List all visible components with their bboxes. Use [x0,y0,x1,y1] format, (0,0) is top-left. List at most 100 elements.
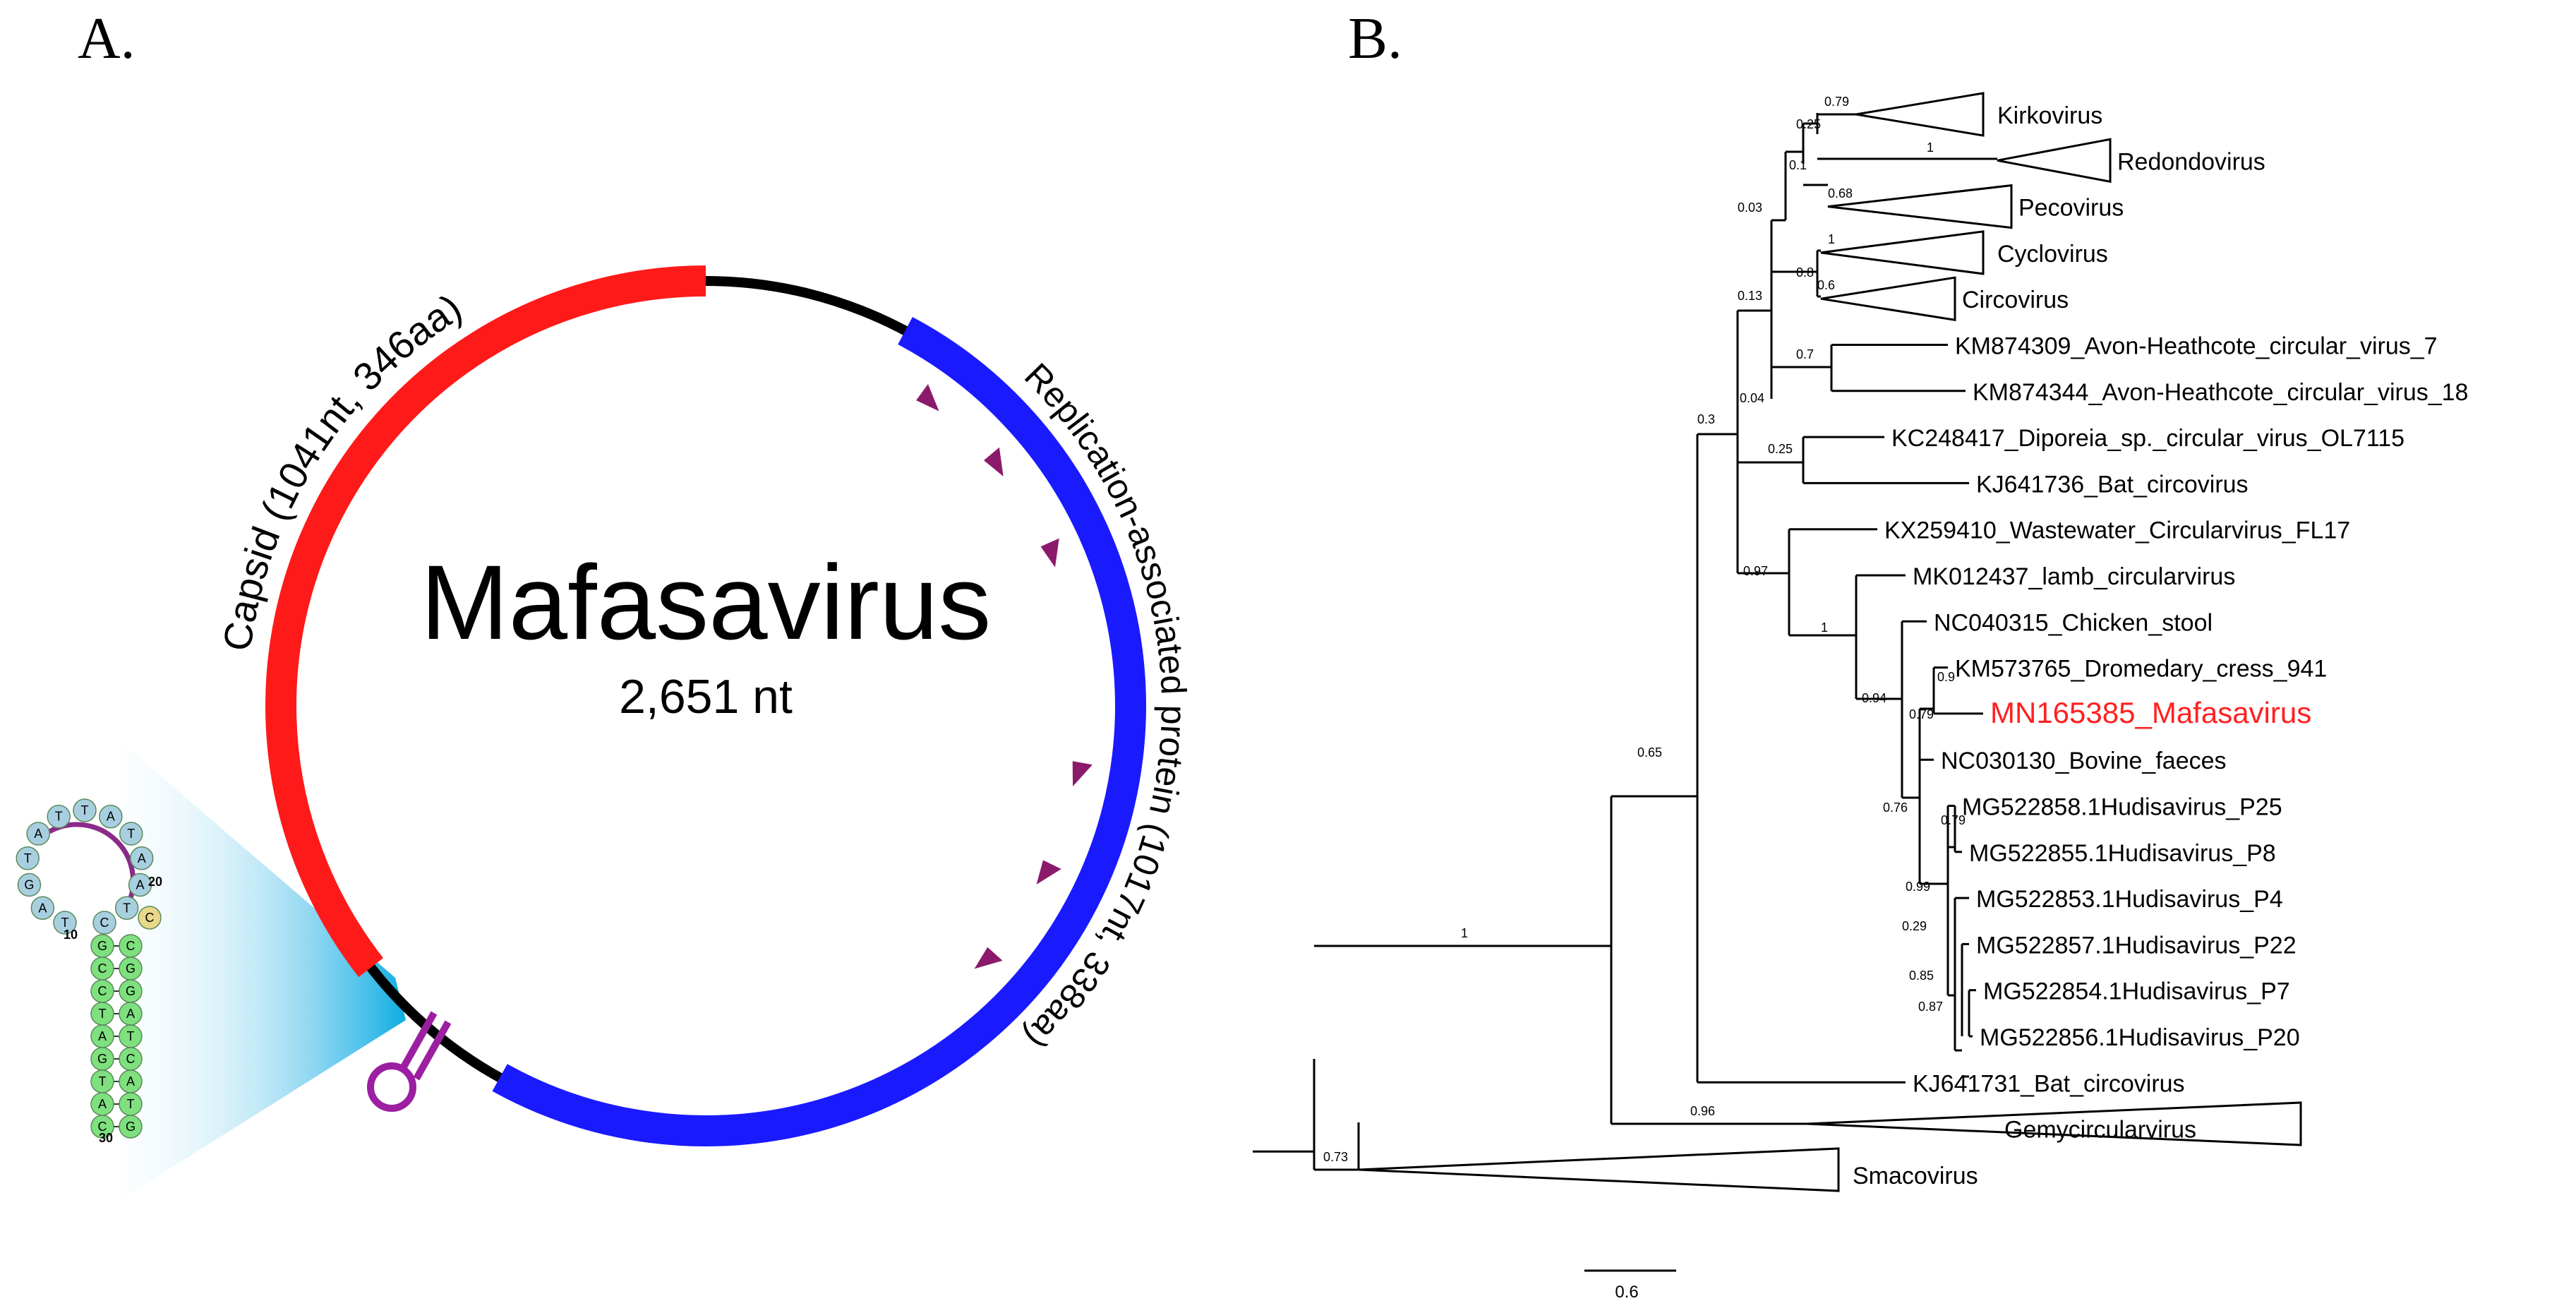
stem-left-2-text: C [98,961,107,976]
taxon-label-7: KM874344_Avon-Heathcote_circular_virus_1… [1973,379,2468,406]
loop-base-9-text: T [127,827,135,841]
support-0-29: 0.29 [1902,919,1927,933]
taxon-label-20: MG522854.1Hudisavirus_P7 [1983,978,2290,1005]
phylogenetic-tree [1253,92,2302,1192]
taxon-label-13: KM573765_Dromedary_cress_941 [1955,656,2327,683]
rep-motif-markers [916,384,1093,969]
taxon-label-19: MG522857.1Hudisavirus_P22 [1976,932,2297,959]
support-0-76: 0.76 [1883,801,1908,815]
support-0-79b: 0.79 [1909,707,1934,721]
bulge-base [138,906,162,930]
taxon-label-21: MG522856.1Hudisavirus_P20 [1980,1024,2300,1051]
loop-base-8 [99,804,123,829]
motif-arrow-3 [1040,538,1059,568]
support-0-65: 0.65 [1637,745,1662,760]
loop-base-6 [47,804,71,829]
loop-base-4 [16,846,40,870]
loop-base-9 [119,822,143,846]
support-0-25b: 0.25 [1768,442,1793,456]
loop-number-10: 10 [64,928,78,942]
stem-left-9-text: C [98,1120,107,1134]
support-0-3: 0.3 [1697,412,1715,426]
support-0-9: 0.9 [1937,670,1955,684]
taxon-label-23: Gemycircularvirus [2004,1117,2196,1144]
motif-arrow-6 [974,947,1003,969]
support-1-redondo: 1 [1927,140,1934,155]
taxon-label-11: MK012437_lamb_circularvirus [1913,563,2235,590]
stemloop-zoom-beam [120,741,406,1200]
support-0-73: 0.73 [1323,1150,1348,1164]
loop-base-13-text: C [100,916,109,930]
loop-base-5-text: A [34,827,42,841]
stem-right-6-text: C [126,1052,136,1066]
stemloop-marker [367,1011,452,1112]
support-0-6: 0.6 [1817,278,1835,292]
support-0-03: 0.03 [1738,200,1762,215]
support-0-68: 0.68 [1828,186,1853,200]
support-1-cyclo: 1 [1828,232,1835,246]
taxon-label-6: KM874309_Avon-Heathcote_circular_virus_7 [1955,333,2438,360]
taxon-label-3: Pecovirus [2018,195,2124,222]
support-0-87: 0.87 [1918,1000,1943,1014]
virus-name: Mafasavirus [421,543,992,661]
stem-left-5-text: A [98,1029,107,1043]
motif-arrow-2 [983,447,1004,476]
taxon-label-17: MG522855.1Hudisavirus_P8 [1969,840,2276,867]
stem-left-7-text: T [99,1074,107,1089]
loop-base-10 [130,846,154,870]
stem-right-9-text: G [126,1120,136,1134]
motif-arrow-5 [1036,860,1061,885]
panel-a-label: A. [78,6,136,71]
scale-bar-label: 0.6 [1615,1283,1638,1302]
loop-base-11-text: A [136,878,145,892]
taxon-label-15: NC030130_Bovine_faeces [1941,748,2227,774]
taxon-label-16: MG522858.1Hudisavirus_P25 [1962,794,2282,821]
taxon-label-18: MG522853.1Hudisavirus_P4 [1976,886,2283,913]
support-0-04: 0.04 [1740,391,1764,405]
loop-base-7 [73,798,97,822]
support-0-99: 0.99 [1906,880,1930,894]
stem-left-1-text: G [97,939,107,953]
stem-left-8-text: A [98,1097,107,1111]
tree-taxon-labels: SmacovirusGemycircularvirusKJ641731_Bat_… [1853,102,2468,1189]
support-0-7: 0.7 [1796,347,1814,361]
loop-base-11 [128,873,152,897]
taxon-label-1: Kirkovirus [1997,102,2102,129]
stem-left-3-text: C [98,984,107,998]
loop-base-12-text: T [123,901,131,915]
loop-base-3 [17,873,42,897]
stem-left-6-text: G [97,1052,107,1066]
stem-left-4-text: T [99,1007,107,1021]
support-0-79a: 0.79 [1824,95,1849,109]
stem-right-4-text: A [126,1007,135,1021]
support-0-8: 0.8 [1796,265,1814,280]
taxon-label-9: KJ641736_Bat_circovirus [1976,471,2249,498]
stem-right-7-text: A [126,1074,135,1089]
loop-base-10-text: A [138,851,146,865]
stem-right-8-text: T [127,1097,135,1111]
loop-base-5 [26,822,50,846]
stem-right-3-text: G [126,984,136,998]
support-0-97: 0.97 [1743,564,1768,578]
support-1-lower: 1 [1821,620,1828,635]
genome-length: 2,651 nt [619,670,793,724]
loop-base-1-text: T [61,916,68,930]
loop-base-2 [30,896,55,921]
support-0-1: 0.1 [1789,158,1807,172]
taxon-label-2: Redondovirus [2117,148,2265,175]
capsid-gene-arc [265,265,706,978]
stem-right-9 [119,1115,143,1139]
loop-base-7-text: T [81,803,89,817]
loop-base-2-text: A [38,901,47,915]
support-0-94: 0.94 [1862,691,1886,705]
taxon-label-14: MN165385_Mafasavirus [1990,696,2311,729]
motif-arrow-1 [916,384,939,412]
support-0-13: 0.13 [1738,289,1762,303]
taxon-label-5: Circovirus [1962,287,2069,313]
support-0-96: 0.96 [1690,1104,1715,1118]
taxon-label-8: KC248417_Diporeia_sp._circular_virus_OL7… [1891,425,2405,452]
stem-right-1-text: C [126,939,136,953]
taxon-label-12: NC040315_Chicken_stool [1934,609,2213,636]
loop-base-6-text: T [55,810,63,824]
